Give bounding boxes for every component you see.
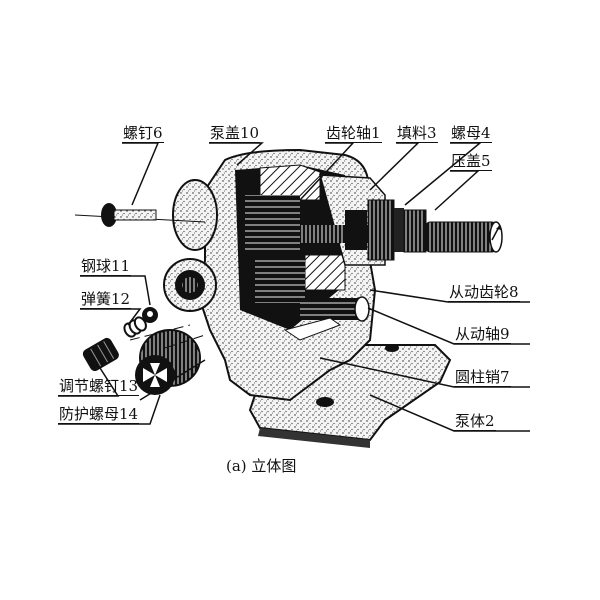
label-protect-nut-14: 防护螺母14 [58, 405, 140, 424]
label-driven-shaft-9: 从动轴9 [454, 325, 511, 344]
protect-nut-part [135, 329, 201, 395]
label-nut-4: 螺母4 [450, 124, 492, 143]
label-gear-shaft-1: 齿轮轴1 [325, 124, 382, 143]
cutaway-section [235, 164, 370, 341]
label-driven-gear-8: 从动齿轮8 [448, 283, 520, 302]
label-steel-ball-11: 钢球11 [80, 257, 132, 276]
label-dowel-pin-7: 圆柱销7 [454, 368, 511, 387]
label-pump-cover-10: 泵盖10 [209, 124, 261, 143]
label-adjust-screw-13: 调节螺钉13 [58, 377, 140, 396]
label-screw-6: 螺钉6 [122, 124, 164, 143]
figure-caption: (a) 立体图 [226, 457, 297, 475]
label-spring-12: 弹簧12 [80, 290, 132, 309]
label-pump-body-2: 泵体2 [454, 412, 496, 431]
leader-lines [58, 142, 530, 432]
label-packing-3: 填料3 [396, 124, 438, 143]
screw-6-part [74, 203, 206, 227]
label-gland-5: 压盖5 [450, 152, 492, 171]
drive-shaft-assembly [300, 174, 503, 266]
